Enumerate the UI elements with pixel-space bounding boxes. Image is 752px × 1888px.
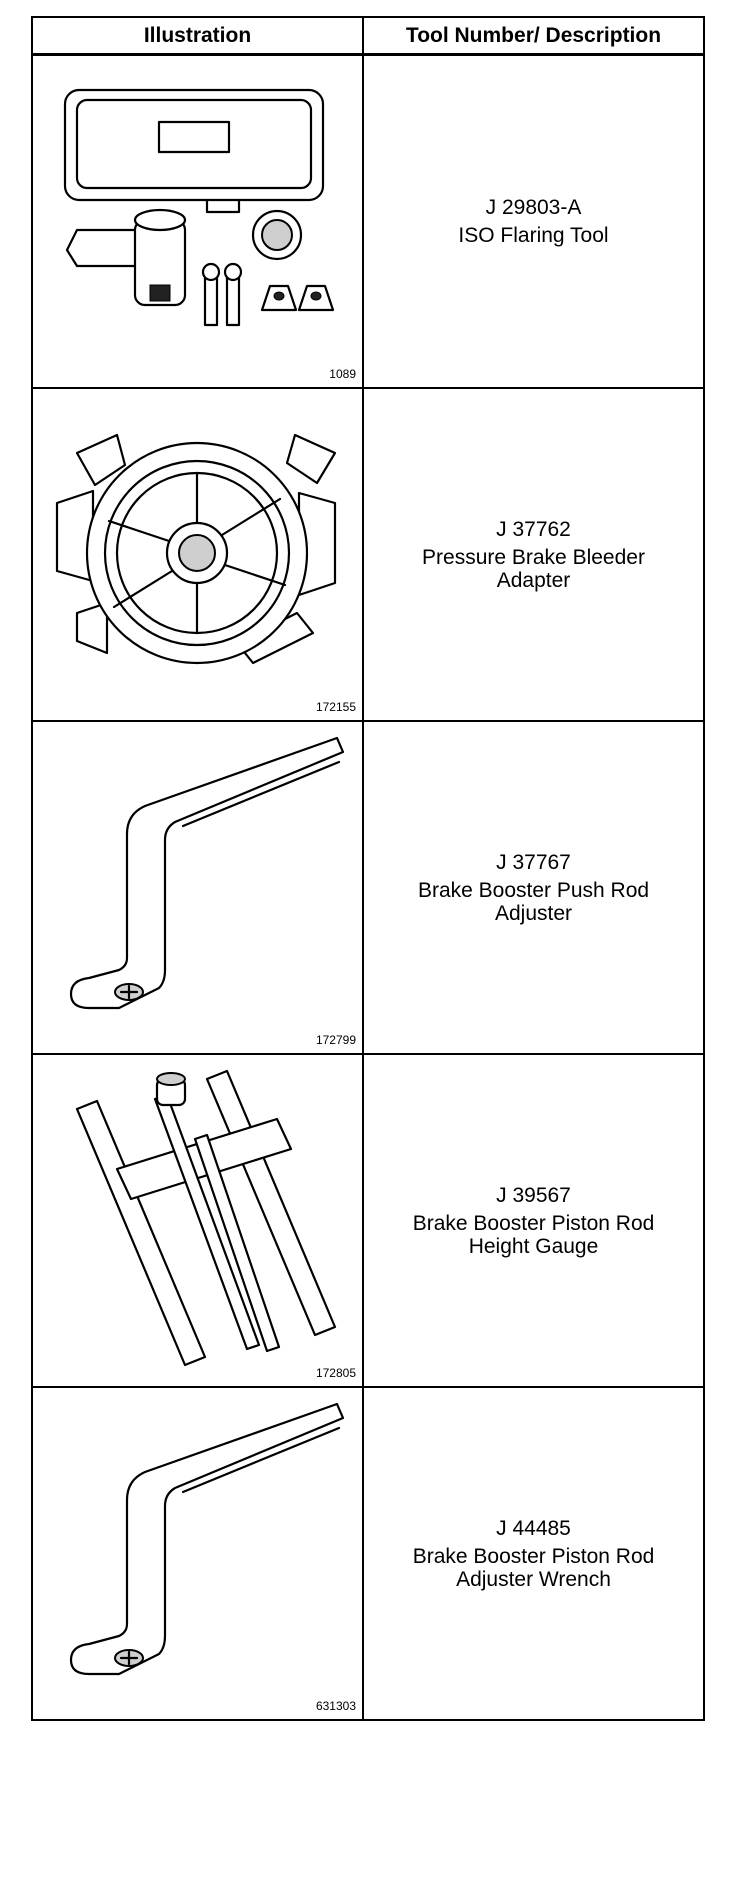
tool-number: J 44485 bbox=[496, 1516, 571, 1540]
tool-number: J 29803-A bbox=[485, 196, 582, 219]
special-tools-table: Illustration Tool Number/ Description bbox=[31, 16, 705, 1721]
push-rod-adjuster-icon bbox=[69, 736, 345, 1010]
illustration-cell: 1089 bbox=[31, 53, 364, 389]
table-row: 172805 J 39567 Brake Booster Piston Rod … bbox=[31, 1053, 705, 1388]
illustration-cell: 172799 bbox=[31, 720, 364, 1055]
tool-description: Pressure Brake Bleeder Adapter bbox=[422, 545, 645, 592]
illustration-cell: 631303 bbox=[31, 1386, 364, 1721]
illustration-header: Illustration bbox=[31, 16, 364, 56]
description-cell: J 29803-A ISO Flaring Tool bbox=[362, 53, 705, 389]
tool-number: J 37762 bbox=[496, 517, 571, 541]
figure-reference-number: 172155 bbox=[315, 700, 356, 714]
figure-reference-number: 172799 bbox=[315, 1033, 356, 1047]
description-cell: J 39567 Brake Booster Piston Rod Height … bbox=[362, 1053, 705, 1388]
description-cell: J 44485 Brake Booster Piston Rod Adjuste… bbox=[362, 1386, 705, 1721]
figure-reference-number: 1089 bbox=[329, 367, 356, 381]
tool-number: J 39567 bbox=[496, 1183, 571, 1207]
illustration-cell: 172155 bbox=[31, 387, 364, 722]
tool-description: ISO Flaring Tool bbox=[458, 224, 609, 247]
adjuster-wrench-icon bbox=[69, 1402, 345, 1676]
tool-description: Brake Booster Piston Rod Height Gauge bbox=[412, 1211, 655, 1258]
tool-description: Brake Booster Piston Rod Adjuster Wrench bbox=[412, 1544, 655, 1591]
table-header-row: Illustration Tool Number/ Description bbox=[31, 16, 705, 56]
illustration-cell: 172805 bbox=[31, 1053, 364, 1388]
flaring-tool-kit-icon bbox=[63, 88, 335, 327]
table-row: 172155 J 37762 Pressure Brake Bleeder Ad… bbox=[31, 387, 705, 722]
tool-number: J 37767 bbox=[496, 850, 571, 874]
height-gauge-icon bbox=[75, 1069, 337, 1367]
table-row: 1089 J 29803-A ISO Flaring Tool bbox=[31, 53, 705, 389]
table-row: 631303 J 44485 Brake Booster Piston Rod … bbox=[31, 1386, 705, 1721]
figure-reference-number: 631303 bbox=[315, 1699, 356, 1713]
description-header: Tool Number/ Description bbox=[362, 16, 705, 56]
bleeder-adapter-icon bbox=[55, 433, 337, 665]
description-cell: J 37762 Pressure Brake Bleeder Adapter bbox=[362, 387, 705, 722]
description-cell: J 37767 Brake Booster Push Rod Adjuster bbox=[362, 720, 705, 1055]
table-row: 172799 J 37767 Brake Booster Push Rod Ad… bbox=[31, 720, 705, 1055]
tool-description: Brake Booster Push Rod Adjuster bbox=[417, 878, 650, 925]
figure-reference-number: 172805 bbox=[315, 1366, 356, 1380]
